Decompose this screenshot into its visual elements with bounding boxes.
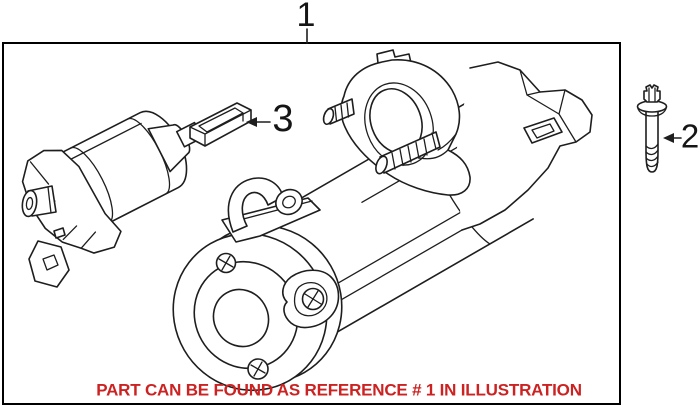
end-cap-screw-bottom — [247, 358, 269, 380]
starter-motor-illustration — [172, 49, 593, 392]
solenoid-terminal — [21, 185, 57, 218]
solenoid-connector — [28, 227, 70, 288]
hanger-bracket — [221, 177, 321, 243]
bolt-illustration — [636, 84, 668, 173]
callout-2-label: 2 — [680, 117, 700, 155]
solenoid-illustration — [21, 110, 204, 288]
end-cap-screw-top — [215, 252, 237, 274]
callout-3-label: 3 — [272, 98, 294, 140]
callout-1-label: 1 — [296, 0, 316, 34]
end-cap — [172, 224, 343, 392]
arrow-3-icon — [246, 117, 271, 127]
drive-end-housing — [455, 61, 593, 231]
clamp-bracket — [282, 269, 340, 329]
reference-note: PART CAN BE FOUND AS REFERENCE # 1 IN IL… — [96, 380, 582, 400]
arrow-2-icon — [663, 133, 682, 143]
flange-stud-left — [322, 98, 355, 126]
mounting-flange — [340, 49, 471, 196]
flange-stud-center — [375, 131, 441, 175]
